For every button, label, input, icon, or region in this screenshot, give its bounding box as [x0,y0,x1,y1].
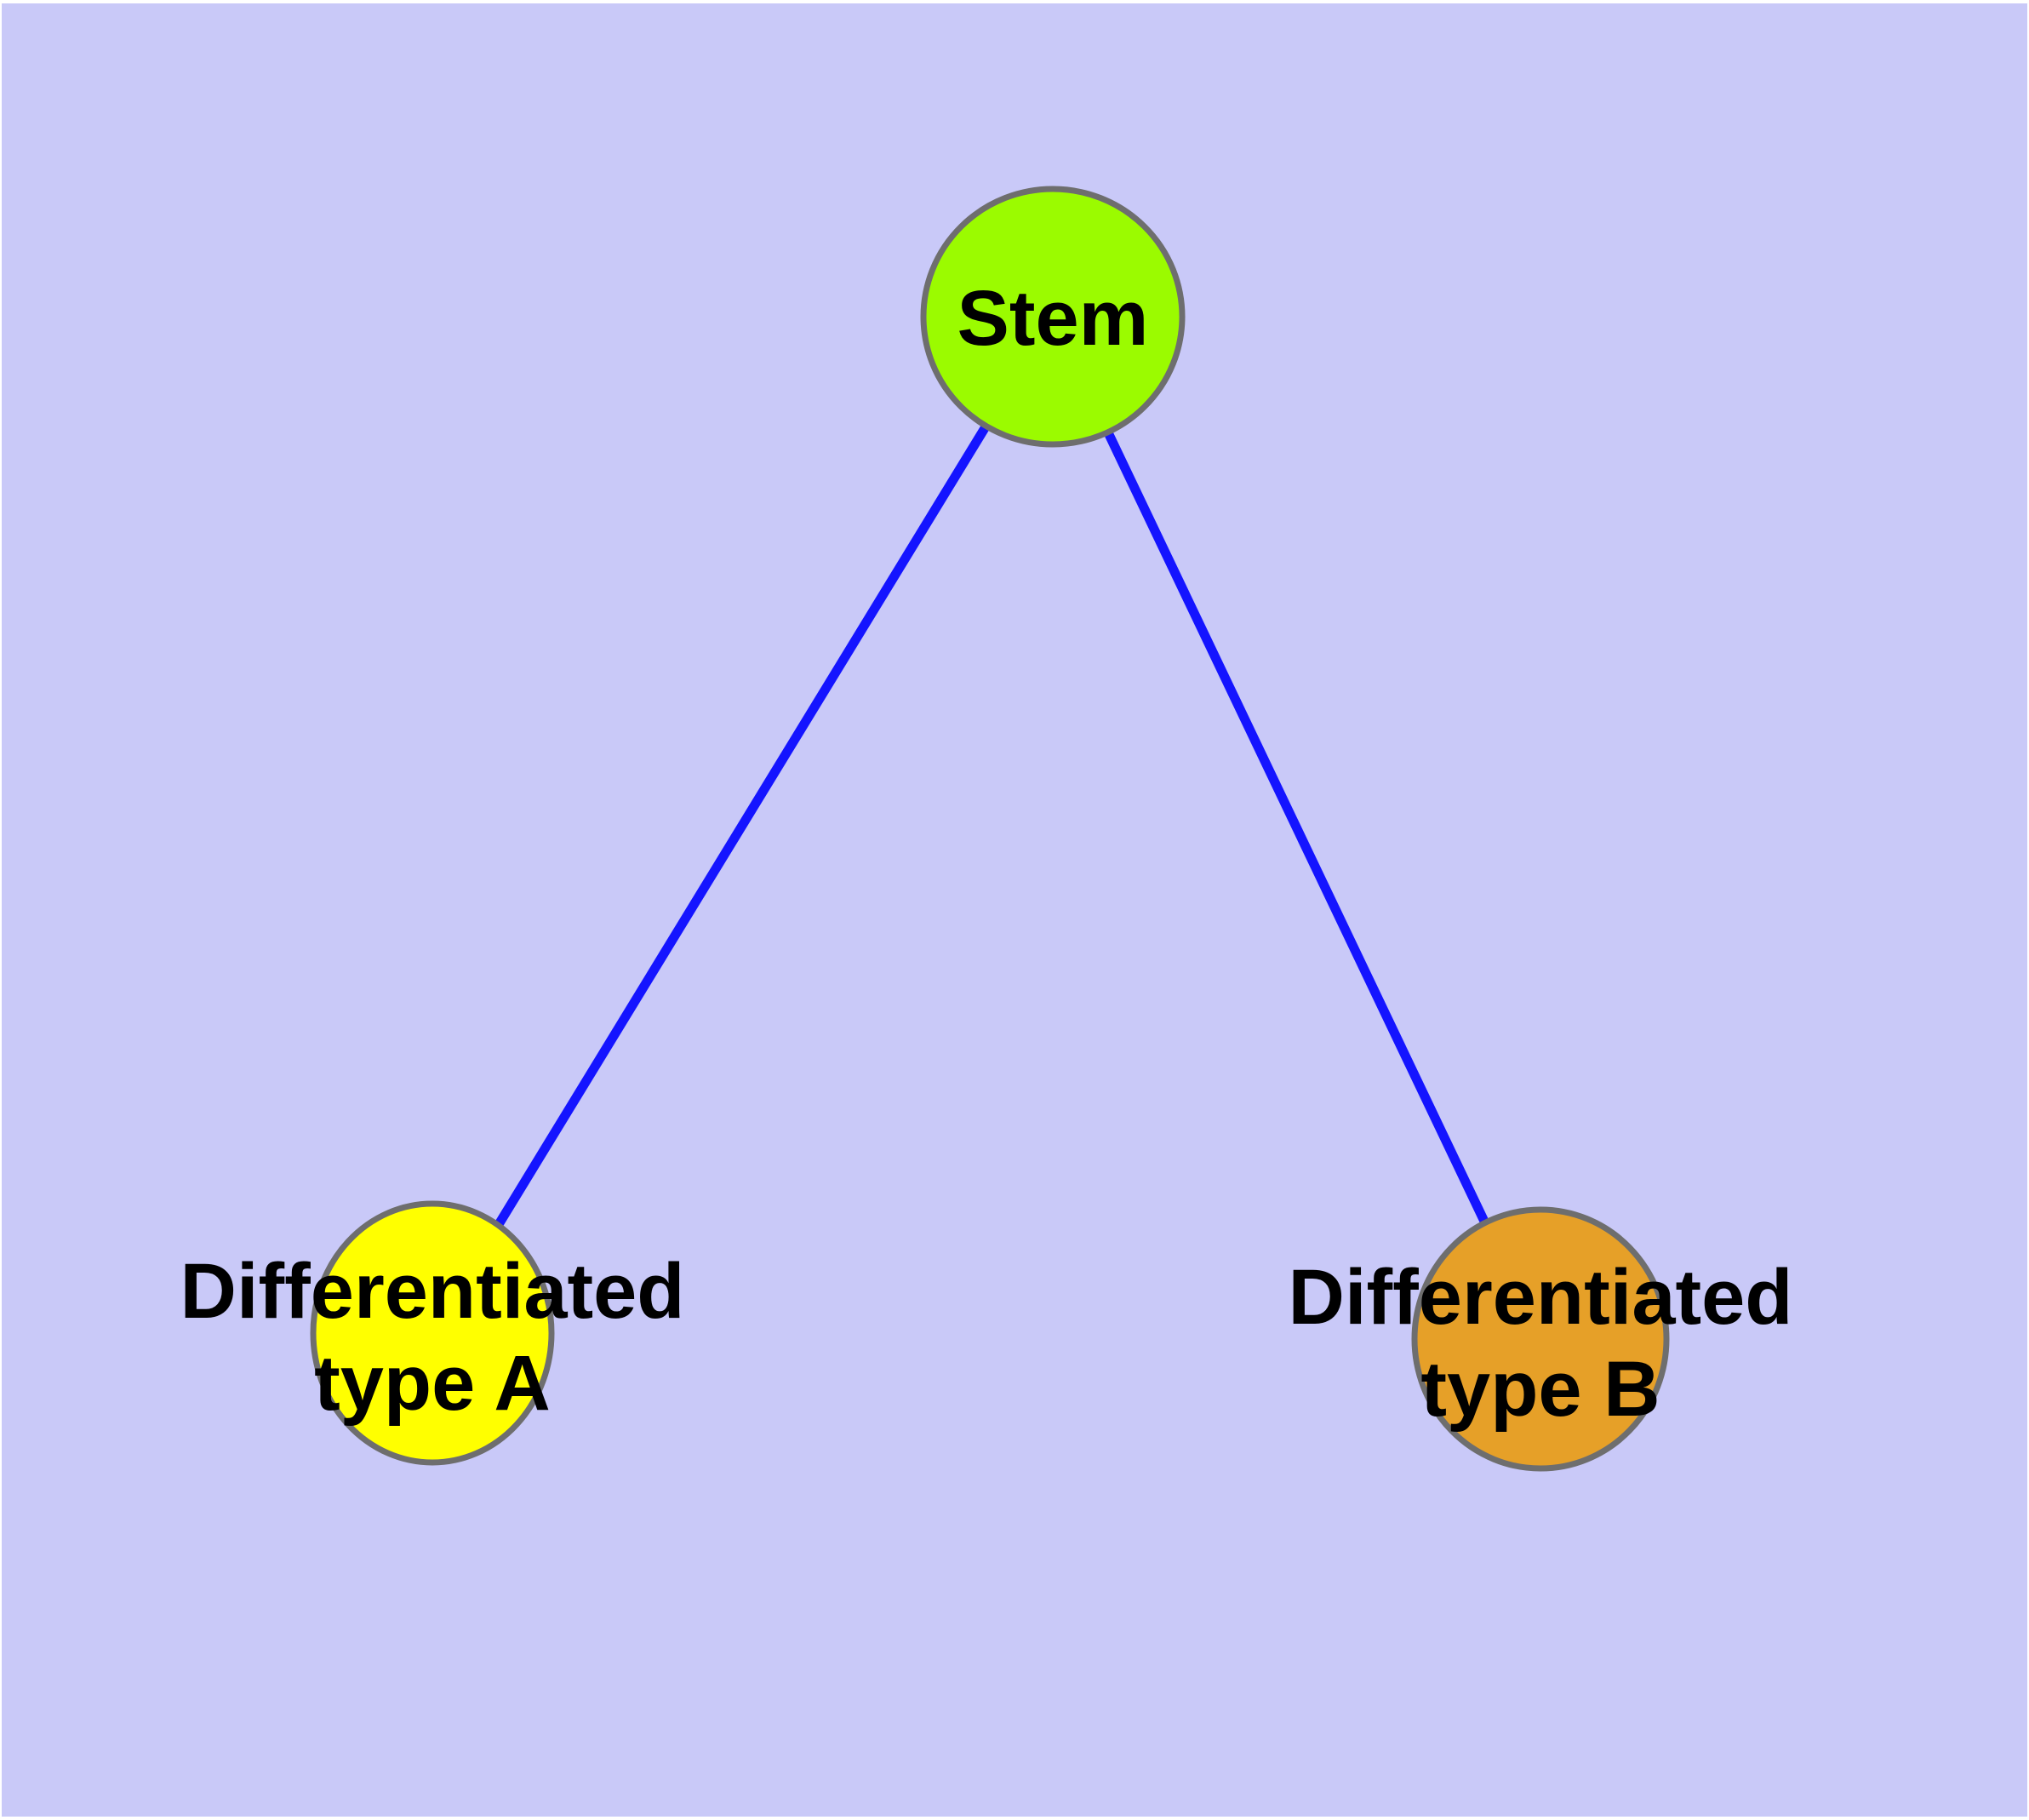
type-b-node-label-line2: type B [1420,1346,1660,1433]
type-b-node-label-line1: Differentiated [1289,1254,1793,1341]
type-a-node-label-line2: type A [314,1340,551,1427]
stem-node [920,186,1186,448]
edge-stem-to-type-b [1049,314,1545,1342]
edge-stem-to-type-a [428,314,1057,1336]
type-b-node [1411,1206,1670,1472]
type-a-node-label-line1: Differentiated [180,1248,685,1335]
type-a-node [310,1200,555,1466]
stem-node-label: Stem [957,275,1149,362]
